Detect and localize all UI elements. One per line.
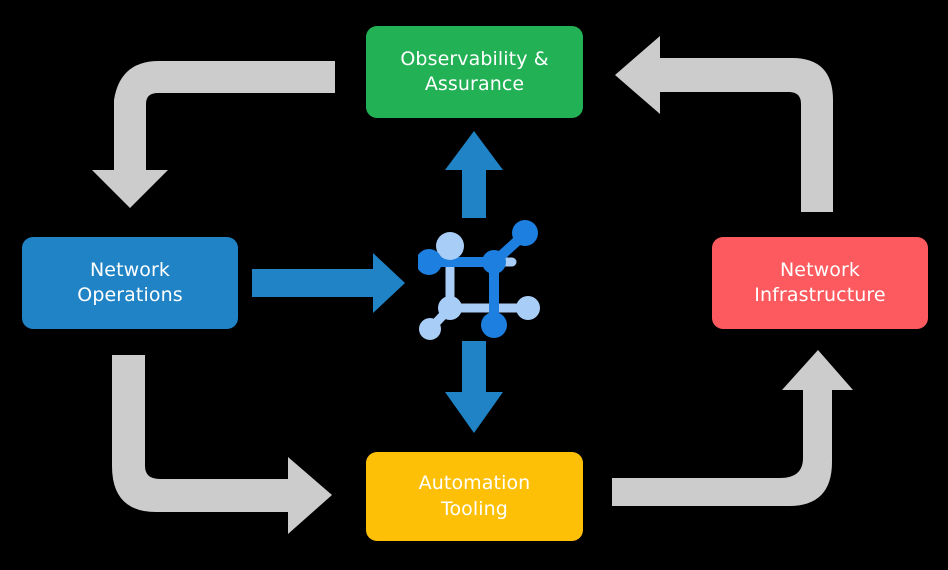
curved-arrow-observability-to-operations	[92, 61, 335, 208]
node-network-operations[interactable]: Network Operations	[22, 237, 238, 329]
node-automation-tooling[interactable]: Automation Tooling	[366, 452, 583, 541]
node-network-infrastructure[interactable]: Network Infrastructure	[712, 237, 928, 329]
curved-arrow-infrastructure-to-observability	[615, 36, 833, 212]
curved-arrow-operations-to-automation	[112, 355, 332, 534]
curved-arrow-automation-to-infrastructure	[612, 350, 853, 506]
node-infrastructure-label: Network Infrastructure	[754, 258, 886, 306]
node-observability-assurance[interactable]: Observability & Assurance	[366, 26, 583, 118]
node-automation-label: Automation Tooling	[418, 472, 531, 520]
arrow-center-to-observability	[445, 131, 503, 218]
node-operations-label: Network Operations	[77, 258, 183, 306]
node-observability-label: Observability & Assurance	[400, 47, 549, 95]
arrow-operations-to-center	[252, 253, 405, 313]
network-topology-icon	[418, 220, 540, 340]
arrow-center-to-automation	[445, 341, 503, 433]
